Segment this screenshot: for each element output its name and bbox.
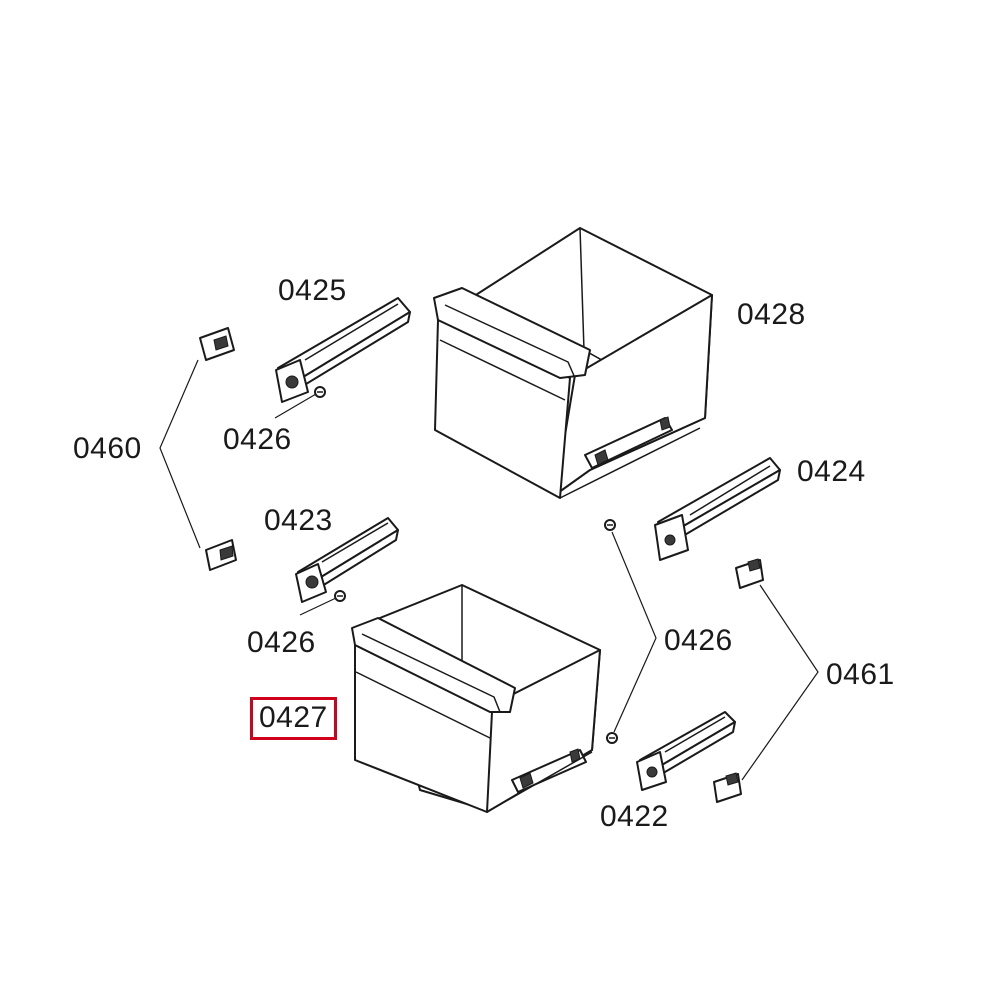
screw-0426-upper-left (314, 386, 326, 398)
label-0426-upper: 0426 (223, 423, 292, 456)
screw-0426-right-lower (606, 732, 618, 744)
label-0461: 0461 (826, 658, 895, 691)
label-0422: 0422 (600, 800, 669, 833)
label-0424: 0424 (797, 455, 866, 488)
label-0425: 0425 (278, 274, 347, 307)
rail-0422 (636, 711, 736, 791)
screw-0426-middle-left (334, 590, 346, 602)
clip-0461-top (735, 558, 764, 589)
rail-0425 (275, 297, 411, 403)
drawer-0428 (433, 227, 713, 499)
label-0426-middle: 0426 (247, 626, 316, 659)
rail-0423 (295, 517, 399, 603)
clip-0461-bottom (713, 772, 742, 803)
label-0423: 0423 (264, 504, 333, 537)
label-0427-highlighted[interactable]: 0427 (250, 697, 337, 740)
drawer-0427 (351, 584, 601, 813)
clip-0460-bottom (205, 539, 237, 571)
rail-0424 (654, 457, 781, 561)
leader-lines (159, 359, 819, 781)
screw-0426-right-upper (604, 519, 616, 531)
label-0428: 0428 (737, 298, 806, 331)
clip-0460-top (199, 327, 235, 361)
label-0460: 0460 (73, 432, 142, 465)
label-0426-right: 0426 (664, 624, 733, 657)
